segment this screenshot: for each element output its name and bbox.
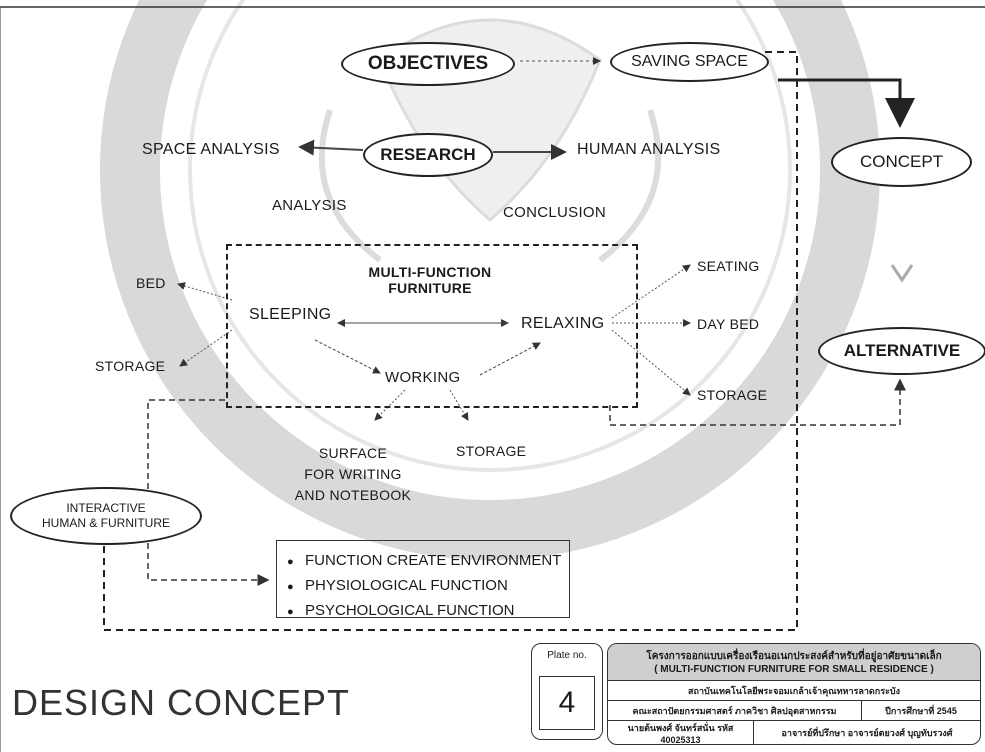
year-text: ปีการศึกษาที่ 2545 <box>885 706 957 716</box>
student-text: นายต้นพงศ์ จันทร์สนั่น รหัส 40025313 <box>608 721 754 744</box>
project-title-en: ( MULTI-FUNCTION FURNITURE FOR SMALL RES… <box>654 664 934 675</box>
advisor-text: อาจารย์ที่ปรึกษา อาจารย์ตยวงศ์ บุญทับรวง… <box>781 728 953 738</box>
page-title: DESIGN CONCEPT <box>12 682 351 723</box>
concept-label: CONCEPT <box>859 152 944 171</box>
title-block-student-row: นายต้นพงศ์ จันทร์สนั่น รหัส 40025313 อาจ… <box>608 720 980 744</box>
surface-label: SURFACE FOR WRITING AND NOTEBOOK <box>288 443 418 506</box>
function-list-item: ● PSYCHOLOGICAL FUNCTION <box>287 599 569 624</box>
function-item-text: PHYSIOLOGICAL FUNCTION <box>305 577 508 594</box>
title-block-institute: สถาบันเทคโนโลยีพระจอมเกล้าเจ้าคุณทหารลาด… <box>608 680 980 701</box>
bullet-icon: ● <box>287 606 294 618</box>
faculty-text: คณะสถาปัตยกรรมศาสตร์ ภาควิชา ศิลปอุตสาหก… <box>608 701 862 721</box>
project-title-th: โครงการออกแบบเครื่องเรือนอเนกประสงค์สำหร… <box>646 651 942 662</box>
multi-function-title: MULTI-FUNCTION FURNITURE <box>350 264 510 296</box>
seating-label: SEATING <box>697 258 760 274</box>
title-block-project: โครงการออกแบบเครื่องเรือนอเนกประสงค์สำหร… <box>608 644 980 680</box>
human-analysis-label: HUMAN ANALYSIS <box>577 141 721 158</box>
bullet-icon: ● <box>287 581 294 593</box>
objectives-label: OBJECTIVES <box>367 53 489 74</box>
surface-label-line1: SURFACE <box>318 445 388 461</box>
sleeping-label: SLEEPING <box>249 306 332 323</box>
multi-function-title-line2: FURNITURE <box>388 280 472 296</box>
bed-label: BED <box>136 275 166 291</box>
function-list-box: ● FUNCTION CREATE ENVIRONMENT ● PHYSIOLOGI… <box>276 540 570 619</box>
concept-oval: CONCEPT <box>831 137 972 187</box>
storage-left-label: STORAGE <box>95 358 166 374</box>
interactive-oval: INTERACTIVE HUMAN & FURNITURE <box>10 487 202 545</box>
surface-label-line3: AND NOTEBOOK <box>294 487 412 503</box>
day-bed-label: DAY BED <box>697 316 760 332</box>
plate-number-box: Plate no. 4 <box>531 643 603 740</box>
alternative-label: ALTERNATIVE <box>843 341 961 360</box>
objectives-oval: OBJECTIVES <box>341 42 515 86</box>
surface-label-line2: FOR WRITING <box>304 466 402 482</box>
function-list-item: ● PHYSIOLOGICAL FUNCTION <box>287 574 569 599</box>
space-analysis-label: SPACE ANALYSIS <box>142 141 280 158</box>
saving-space-oval: SAVING SPACE <box>610 42 769 82</box>
institute-text: สถาบันเทคโนโลยีพระจอมเกล้าเจ้าคุณทหารลาด… <box>688 686 900 696</box>
plate-label: Plate no. <box>547 650 587 661</box>
function-item-text: FUNCTION CREATE ENVIRONMENT <box>305 552 562 569</box>
title-block-faculty-row: คณะสถาปัตยกรรมศาสตร์ ภาควิชา ศิลปอุตสาหก… <box>608 700 980 721</box>
alternative-oval: ALTERNATIVE <box>818 327 985 375</box>
research-label: RESEARCH <box>380 145 476 164</box>
analysis-label: ANALYSIS <box>272 197 347 214</box>
function-list-item: ● FUNCTION CREATE ENVIRONMENT <box>287 549 569 574</box>
relaxing-label: RELAXING <box>521 315 605 332</box>
plate-number: 4 <box>539 676 595 730</box>
interactive-label-line1: INTERACTIVE <box>66 501 146 515</box>
storage-bottom-label: STORAGE <box>456 443 527 459</box>
interactive-label-line2: HUMAN & FURNITURE <box>42 516 170 530</box>
conclusion-label: CONCLUSION <box>503 204 607 221</box>
working-label: WORKING <box>385 369 461 386</box>
research-oval: RESEARCH <box>363 133 493 177</box>
title-block: โครงการออกแบบเครื่องเรือนอเนกประสงค์สำหร… <box>607 643 981 745</box>
storage-right-label: STORAGE <box>697 387 768 403</box>
bullet-icon: ● <box>287 556 294 568</box>
multi-function-box <box>226 244 638 408</box>
multi-function-title-line1: MULTI-FUNCTION <box>368 264 492 280</box>
saving-space-label: SAVING SPACE <box>631 53 748 70</box>
function-item-text: PSYCHOLOGICAL FUNCTION <box>305 602 515 619</box>
